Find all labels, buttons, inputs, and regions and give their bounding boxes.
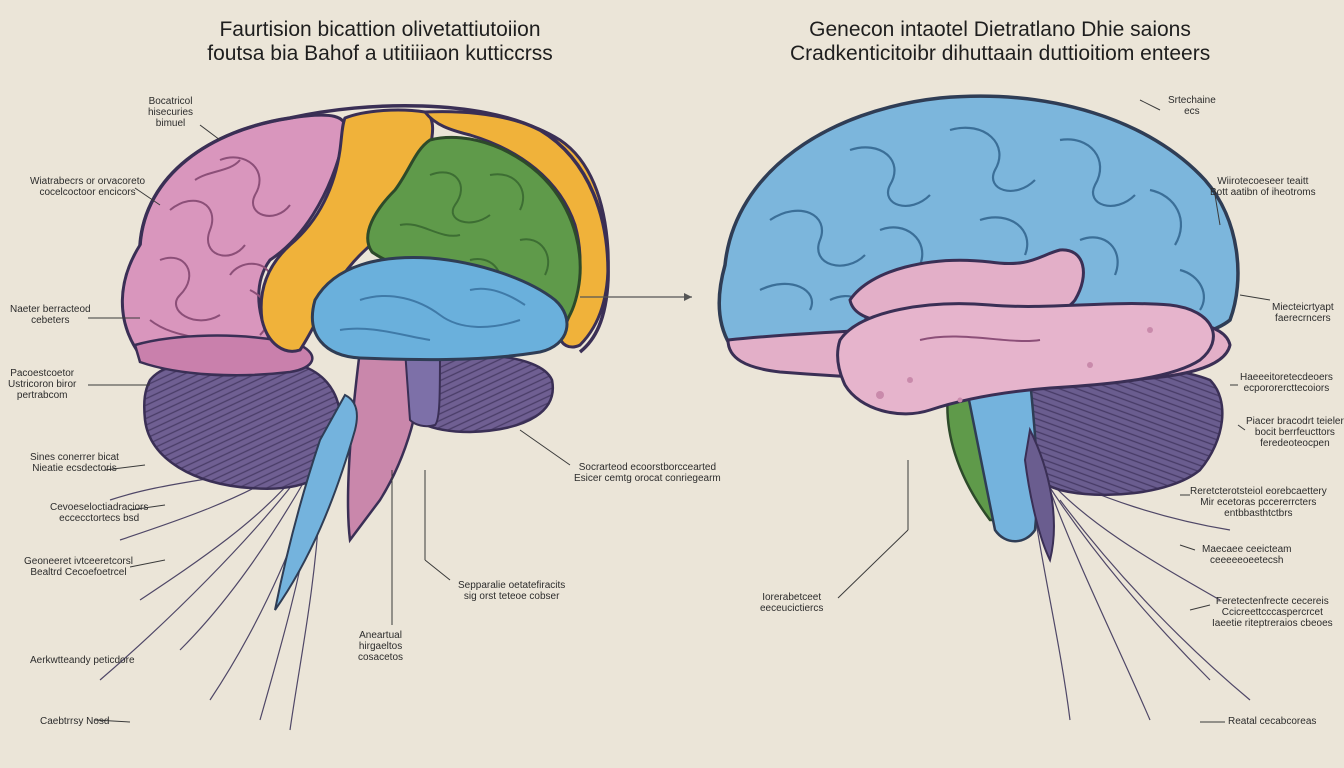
label-left-3: Naeter berracteod cebeters [10, 304, 91, 326]
label-right-9: Reatal cecabcoreas [1228, 716, 1316, 727]
right-diagram-title: Genecon intaotel Dietratlano Dhie saions… [790, 18, 1210, 66]
left-brainstem-core [405, 350, 440, 426]
label-left-7: Geoneeret ivtceeretcorsl Bealtrd Cecoefo… [24, 556, 133, 578]
label-left-10: Aneartual hirgaeltos cosacetos [358, 630, 403, 663]
label-right-6: Reretcterotsteiol eorebcaettery Mir ecet… [1190, 486, 1327, 519]
label-center: Socrarteod ecoorstborccearted Esicer cem… [574, 462, 721, 484]
label-left-9: Caebtrrsy Nosd [40, 716, 109, 727]
label-left-8: Aerkwtteandy peticdore [30, 655, 135, 666]
label-left-6: Cevoeseloctiadraciors eccecctortecs bsd [50, 502, 148, 524]
label-right-4: Haeeeitoretecdeoers ecpororercttecoiors [1240, 372, 1333, 394]
label-right-5: Piacer bracodrt teieler bocit berrfeuctt… [1246, 416, 1344, 449]
label-right-2: Wiirotecoeseer teaitt Bott aatibn of ihe… [1210, 176, 1316, 198]
label-left-1: Bocatricol hisecuries bimuel [148, 96, 193, 129]
right-brain [719, 96, 1250, 720]
left-title-line-2: foutsa bia Bahof a utitiiiaon kutticcrss [180, 42, 580, 66]
label-right-3: Miecteicrtyapt faerecrncers [1272, 302, 1334, 324]
label-right-8: Feretectenfrecte cecereis Ccicreettcccas… [1212, 596, 1333, 629]
left-title-line-1: Faurtision bicattion olivetattiutoiion [180, 18, 580, 42]
right-title-line-1: Genecon intaotel Dietratlano Dhie saions [790, 18, 1210, 42]
right-title-line-2: Cradkenticitoibr dihuttaain duttioitiom … [790, 42, 1210, 66]
label-right-mid: Iorerabetceet eeceucictiercs [760, 592, 823, 614]
left-diagram-title: Faurtision bicattion olivetattiutoiion f… [180, 18, 580, 66]
label-right-7: Maecaee ceeicteam ceeeeeoeetecsh [1202, 544, 1292, 566]
label-left-4: Pacoestcoetor Ustricoron biror pertrabco… [8, 368, 76, 401]
label-left-5: Sines conerrer bicat Nieatie ecsdectoris [30, 452, 119, 474]
label-left-2: Wiatrabecrs or orvacoreto cocelcoctoor e… [30, 176, 145, 198]
left-nerve-fibers [100, 460, 320, 730]
left-brain [100, 106, 608, 730]
label-left-11: Sepparalie oetatefiracits sig orst teteo… [458, 580, 565, 602]
label-right-1: Srtechaine ecs [1168, 95, 1216, 117]
